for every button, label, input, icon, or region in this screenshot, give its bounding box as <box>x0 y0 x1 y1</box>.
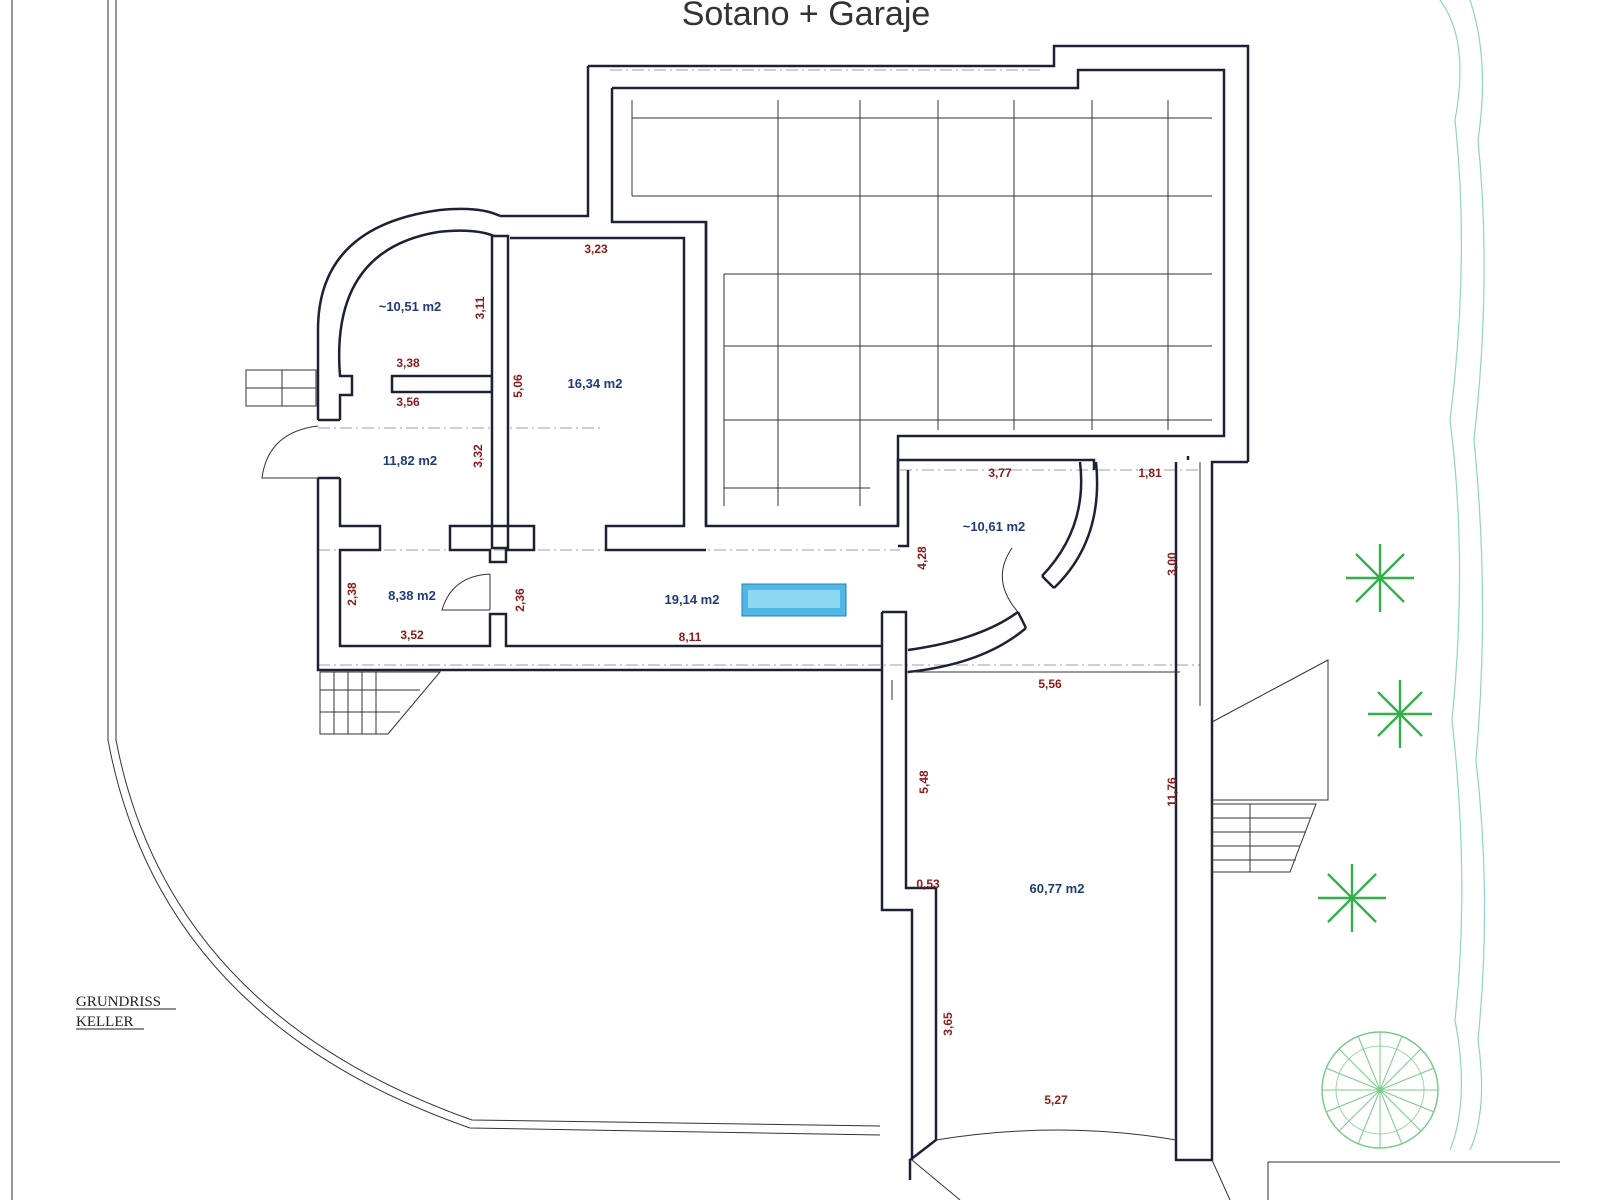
dim-label: 2,38 <box>345 582 359 606</box>
dimension-labels: 3,23 3,11 3,38 3,56 5,06 3,32 3,77 1,81 … <box>345 242 1179 1107</box>
dim-label: 8,11 <box>679 630 702 644</box>
area-room-b: 11,82 m2 <box>383 453 437 468</box>
fence-line <box>1439 0 1486 1151</box>
plan-legend: GRUNDRISS KELLER <box>76 994 176 1030</box>
area-round-room: ~10,51 m2 <box>379 299 442 314</box>
dim-label: 3,56 <box>396 395 420 409</box>
outer-walls <box>500 44 1250 1162</box>
dim-label: 3,32 <box>471 444 485 468</box>
area-stair-room: ~10,61 m2 <box>963 519 1026 534</box>
area-room-a: 16,34 m2 <box>568 376 623 391</box>
dim-label: 3,77 <box>988 466 1012 480</box>
dim-label: 2,36 <box>513 588 527 612</box>
plant-icon <box>1318 544 1432 932</box>
stairs-left <box>245 369 317 407</box>
stairs-right <box>1211 803 1317 873</box>
legend-line-1: GRUNDRISS <box>76 994 161 1010</box>
legend-line-2: KELLER <box>76 1014 134 1030</box>
interior-walls <box>261 207 882 672</box>
courtyard-grid <box>631 100 1212 506</box>
dim-label: 0,53 <box>916 877 940 891</box>
area-hall: 19,14 m2 <box>665 592 720 607</box>
dim-label: 5,06 <box>511 374 525 398</box>
stairs-lower <box>319 671 442 735</box>
dim-label: 3,00 <box>1165 552 1179 576</box>
pool-icon <box>741 583 847 617</box>
site-boundary <box>11 0 1560 1200</box>
plan-title: Sotano + Garaje <box>682 0 931 33</box>
garage-walls <box>880 458 1329 1200</box>
dim-label: 3,23 <box>584 242 608 256</box>
dim-label: 1,81 <box>1138 466 1162 480</box>
dim-label: 3,65 <box>941 1012 955 1036</box>
axis-lines <box>318 69 1200 666</box>
area-labels: ~10,51 m2 16,34 m2 11,82 m2 8,38 m2 19,1… <box>379 299 1085 896</box>
dim-label: 11,76 <box>1165 777 1179 807</box>
area-garage: 60,77 m2 <box>1030 881 1085 896</box>
dim-label: 4,28 <box>915 546 929 570</box>
area-room-c: 8,38 m2 <box>388 588 436 603</box>
dim-label: 5,48 <box>917 770 931 794</box>
tree-icon <box>1321 1031 1439 1149</box>
dim-label: 5,56 <box>1038 677 1062 691</box>
dim-label: 3,52 <box>400 628 424 642</box>
dim-label: 5,27 <box>1044 1093 1068 1107</box>
dim-label: 3,11 <box>473 296 487 319</box>
dim-label: 3,38 <box>396 356 420 370</box>
